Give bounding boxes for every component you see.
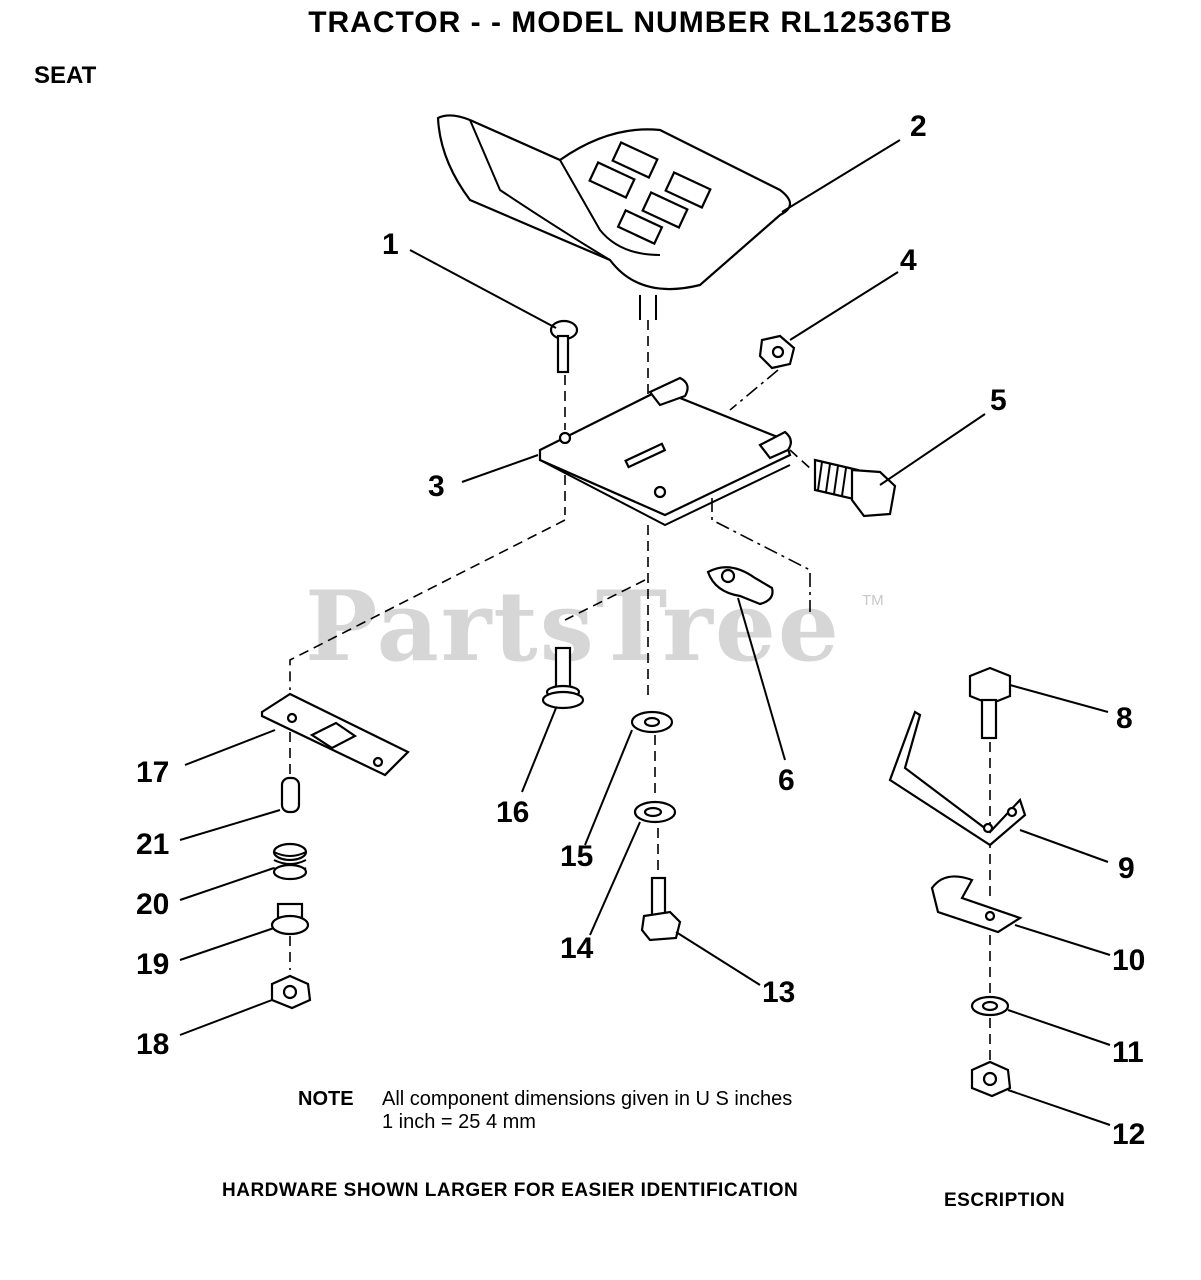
trademark-mark: TM <box>862 592 884 609</box>
part-washer-15 <box>630 710 674 734</box>
note-line-2: 1 inch = 25 4 mm <box>382 1111 536 1133</box>
part-nut-18 <box>270 974 312 1010</box>
callout-5: 5 <box>990 384 1007 417</box>
part-hex-bolt-5 <box>813 458 897 518</box>
diagram-title: TRACTOR - - MODEL NUMBER RL12536TB <box>308 6 953 39</box>
callout-20: 20 <box>136 888 170 921</box>
part-washer-11 <box>970 995 1010 1017</box>
section-label: SEAT <box>34 62 97 89</box>
part-bolt-8 <box>968 666 1012 740</box>
part-nut-4 <box>758 334 796 370</box>
hardware-caption: HARDWARE SHOWN LARGER FOR EASIER IDENTIF… <box>222 1180 799 1201</box>
callout-9: 9 <box>1118 852 1135 885</box>
part-pin-21 <box>280 776 301 814</box>
callout-21: 21 <box>136 828 170 861</box>
callout-1: 1 <box>382 228 399 261</box>
callout-2: 2 <box>910 110 927 143</box>
leader-lines <box>179 139 1111 1126</box>
part-washer-14 <box>633 800 677 824</box>
callout-19: 19 <box>136 948 170 981</box>
part-nut-19 <box>270 902 310 936</box>
part-spring-20 <box>272 842 308 881</box>
callout-8: 8 <box>1116 702 1133 735</box>
callout-3: 3 <box>428 470 445 503</box>
part-bracket-17 <box>260 692 410 777</box>
callout-4: 4 <box>900 244 917 277</box>
note-label: NOTE <box>298 1088 354 1110</box>
callout-17: 17 <box>136 756 170 789</box>
note-line-1: All component dimensions given in U S in… <box>382 1088 793 1110</box>
callout-10: 10 <box>1112 944 1146 977</box>
description-caption: ESCRIPTION <box>944 1190 1066 1211</box>
callout-16: 16 <box>496 796 530 829</box>
callout-12: 12 <box>1112 1118 1146 1151</box>
callout-14: 14 <box>560 932 594 965</box>
callout-6: 6 <box>778 764 795 797</box>
part-shoulder-bolt-16 <box>541 646 585 710</box>
part-clip-6 <box>706 566 774 606</box>
dimension-note: NOTE All component dimensions given in U … <box>298 1088 792 1134</box>
part-seat-plate <box>538 376 792 527</box>
part-bracket-9 <box>888 710 1027 847</box>
callout-11: 11 <box>1112 1036 1144 1069</box>
callout-18: 18 <box>136 1028 170 1061</box>
part-plate-10 <box>930 875 1023 934</box>
callout-15: 15 <box>560 840 594 873</box>
callout-13: 13 <box>762 976 796 1009</box>
part-bolt-13 <box>640 876 682 942</box>
part-carriage-bolt <box>549 319 579 374</box>
part-nut-12 <box>970 1060 1012 1098</box>
part-seat <box>436 114 792 291</box>
